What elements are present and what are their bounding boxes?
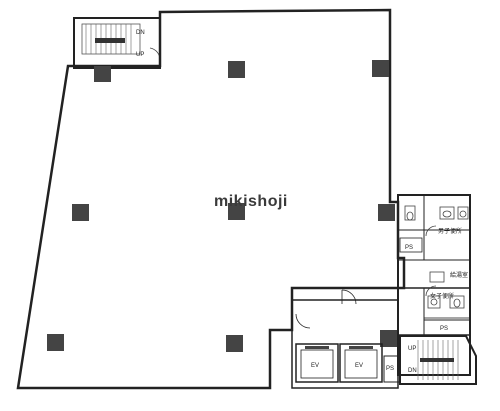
service-core (397, 194, 471, 376)
ps-upper-label: PS (405, 245, 413, 251)
column (372, 60, 389, 77)
ev-right-label: EV (355, 363, 363, 369)
mens-toilet-label: 男子便所 (438, 227, 462, 235)
column (228, 203, 245, 220)
column (94, 66, 111, 82)
column (47, 334, 64, 351)
columns (47, 60, 397, 352)
stair-bottom-up-label: UP (408, 346, 416, 352)
lobby (291, 289, 399, 389)
column (226, 335, 243, 352)
hot-water-room-label: 給湯室 (450, 271, 468, 279)
stair-top-dn-label: DN (136, 30, 145, 36)
column (228, 61, 245, 78)
toilet-fixtures (404, 205, 469, 309)
womens-toilet-label: 女子便所 (430, 292, 454, 300)
watermark: mikishoji (214, 193, 288, 210)
top-stair (73, 17, 161, 69)
ev-left-label: EV (311, 363, 319, 369)
column (72, 204, 89, 221)
stair-bottom-dn-label: DN (408, 368, 417, 374)
column (380, 330, 397, 347)
ps-lower-label: PS (386, 366, 394, 372)
ps-middle-label: PS (440, 326, 448, 332)
bottom-stair (399, 335, 477, 385)
stair-handrail (95, 38, 125, 43)
outer-wall (16, 8, 406, 390)
stair-top-up-label: UP (136, 52, 144, 58)
elevators (295, 343, 383, 383)
column (378, 204, 395, 221)
